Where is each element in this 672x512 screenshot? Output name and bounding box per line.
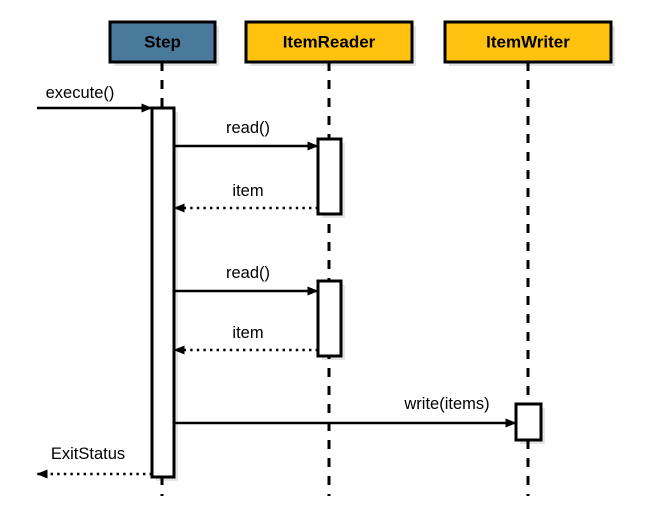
msg-read-2-label: read() bbox=[226, 264, 270, 282]
msg-item-1-label: item bbox=[232, 182, 263, 200]
participant-label-itemwriter: ItemWriter bbox=[486, 32, 570, 51]
msg-item-2-label: item bbox=[232, 324, 263, 342]
participant-box-itemwriter[interactable] bbox=[443, 20, 613, 64]
participant-label-step: Step bbox=[144, 32, 181, 51]
step-activation bbox=[150, 106, 176, 479]
participant-box-step[interactable] bbox=[108, 20, 217, 64]
activations-group bbox=[150, 106, 545, 481]
reader-activation-1 bbox=[316, 137, 343, 216]
msg-read-1-label: read() bbox=[226, 119, 270, 137]
msg-execute-label: execute() bbox=[46, 84, 115, 102]
participant-label-itemreader: ItemReader bbox=[283, 32, 376, 51]
reader-activation-2 bbox=[316, 279, 343, 358]
messages-group: execute() read() item read() item write(items… bbox=[36, 84, 517, 479]
lifelines-group bbox=[160, 62, 530, 496]
msg-exitstatus-label: ExitStatus bbox=[51, 445, 125, 463]
participants-group: Step ItemReader ItemWriter bbox=[108, 20, 615, 66]
writer-activation-1 bbox=[514, 402, 543, 442]
msg-write-items-label: write(items) bbox=[403, 395, 489, 413]
participant-box-itemreader[interactable] bbox=[244, 20, 414, 64]
